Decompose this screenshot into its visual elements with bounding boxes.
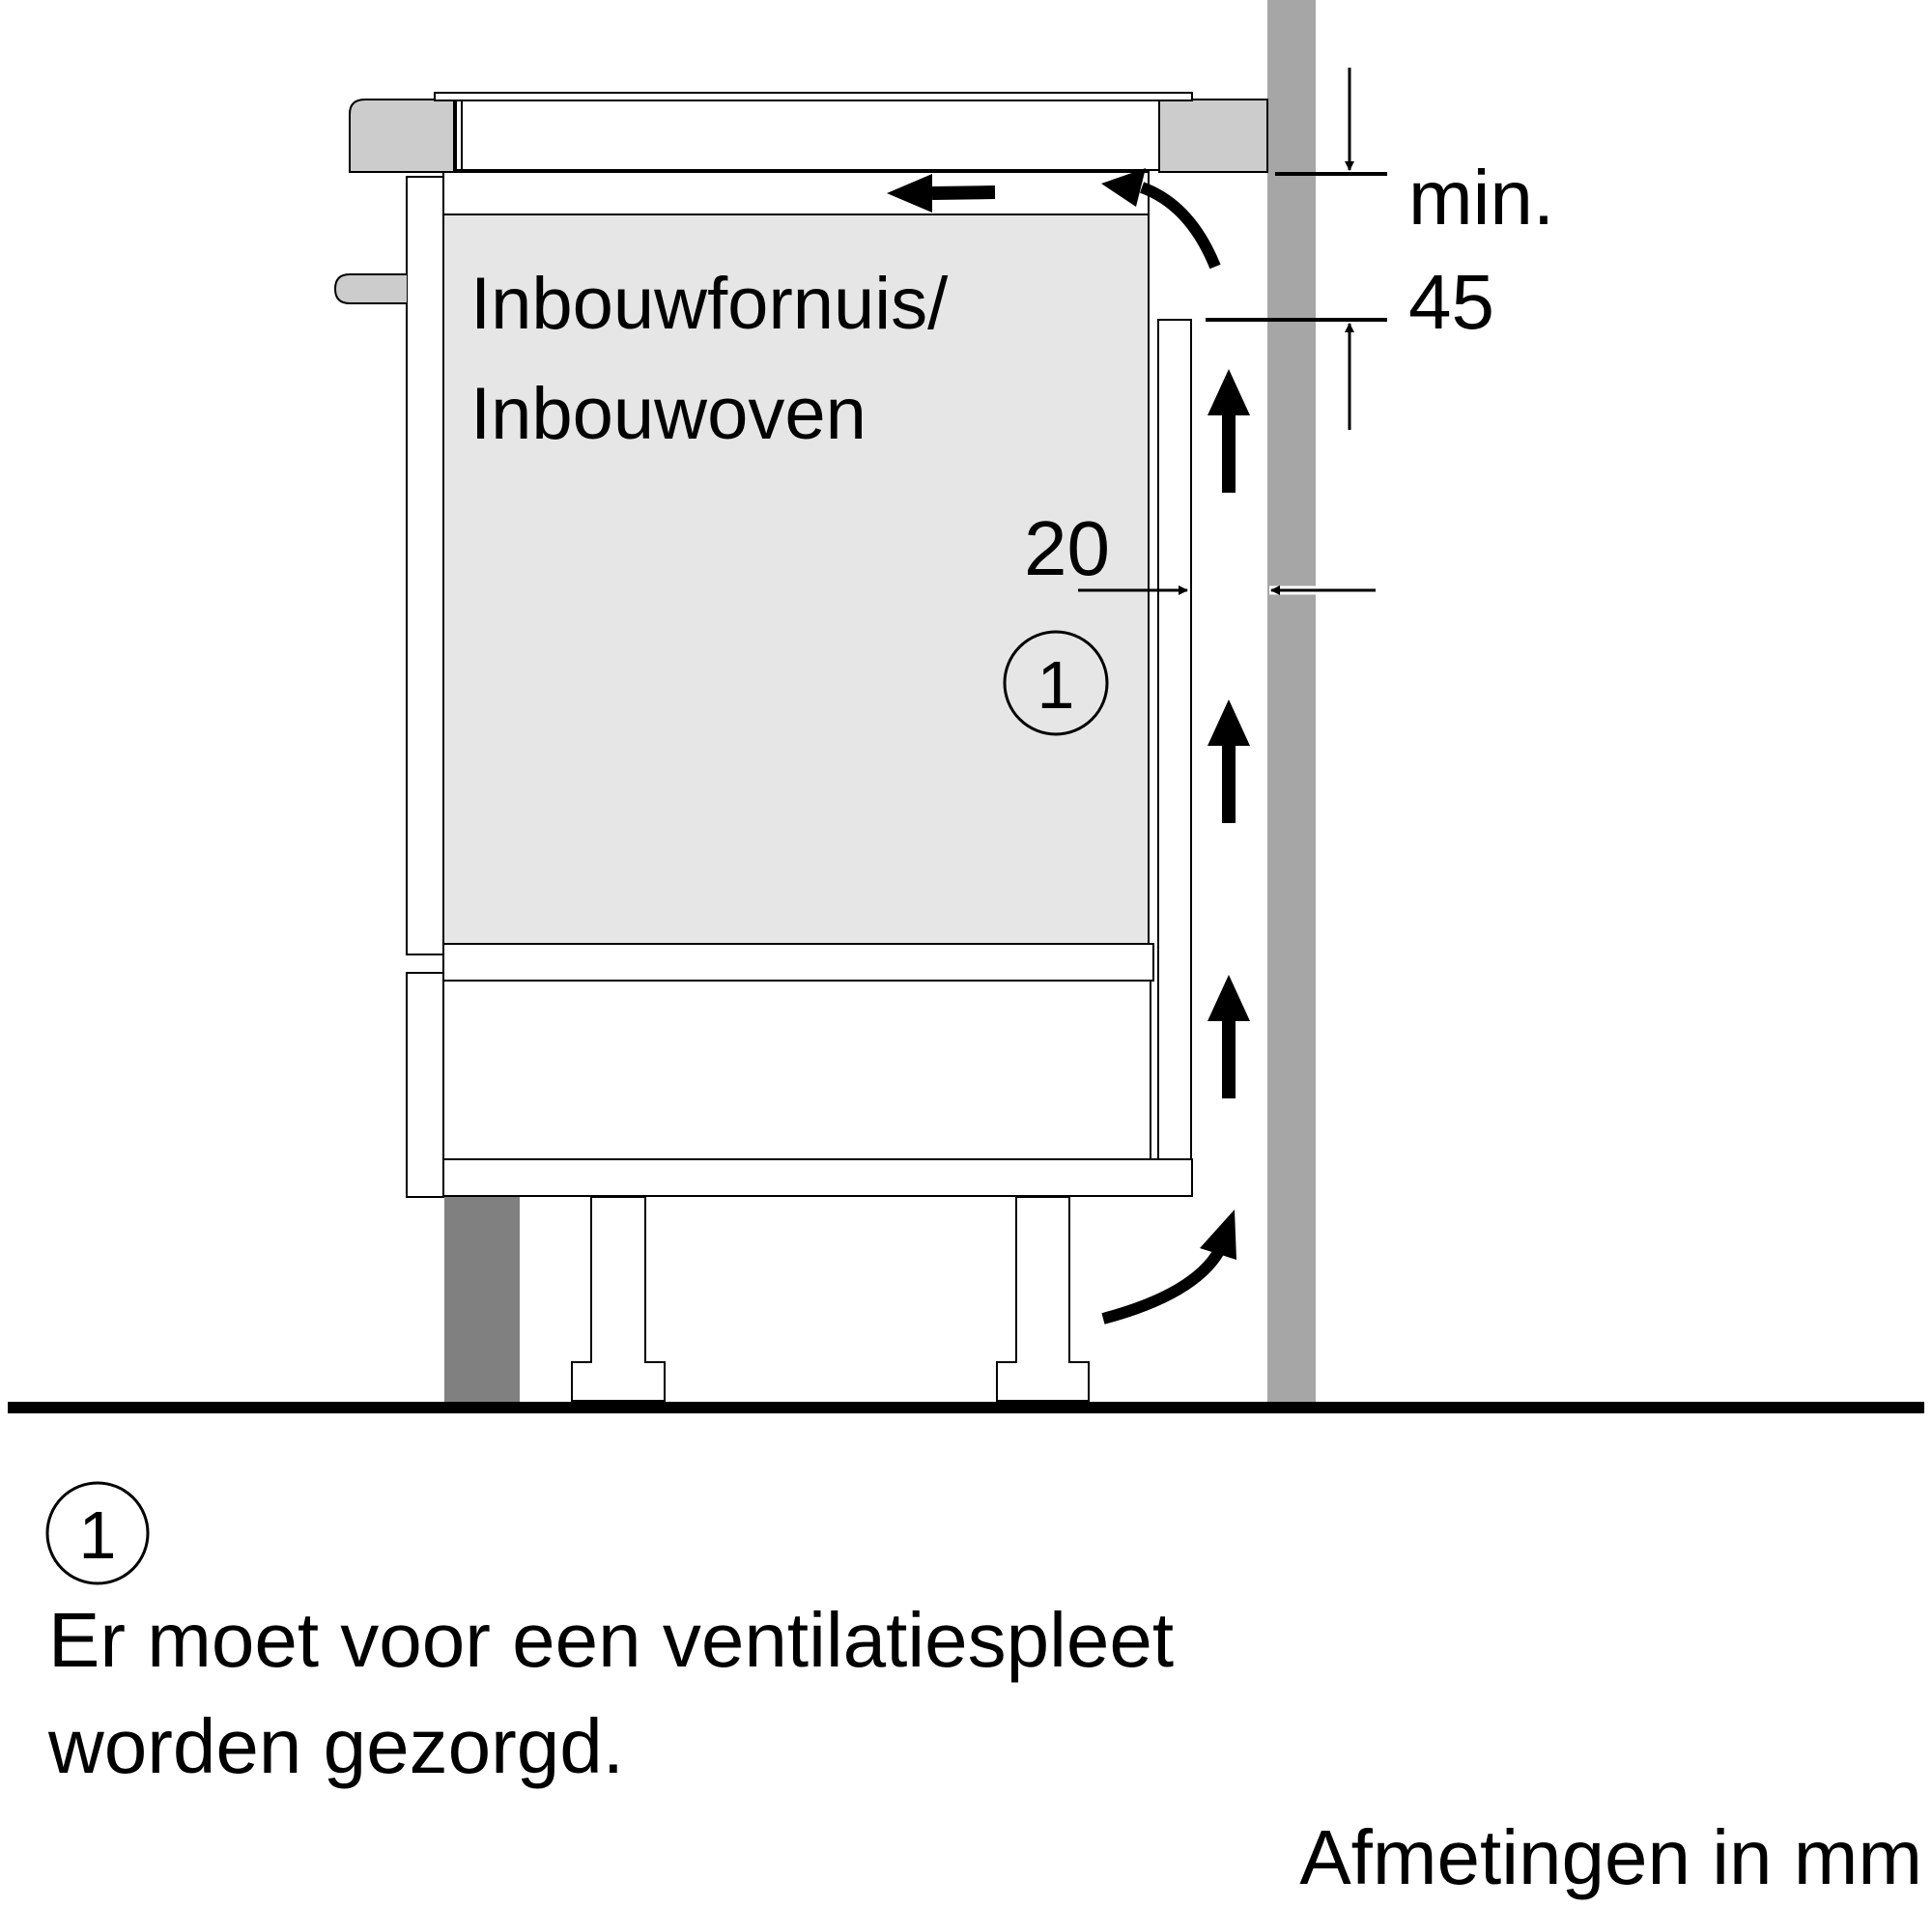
cabinet-base-board [442,1158,1193,1197]
appliance-knob [333,273,407,304]
legend-text-line2: worden gezorgd. [47,1703,624,1789]
plinth [444,1197,520,1404]
dimension-min-45 [1206,68,1387,430]
cabinet-side-panel [1157,319,1192,1160]
appliance-label-line2: Inbouwoven [470,373,867,455]
floor-line [8,1402,1924,1413]
airflow-arrow-left [887,174,996,213]
airflow-arrow-curved-top [1101,168,1221,270]
worktop-right [1158,99,1268,173]
appliance-front-upper [406,176,444,955]
legend-circle [45,1481,150,1585]
hob-top-plate [434,92,1193,101]
appliance-front-lower [406,972,444,1198]
leg-left [571,1196,666,1402]
dimension-min-label: min. [1408,155,1554,241]
back-wall [1267,0,1316,1404]
dimension-min-value: 45 [1408,259,1494,345]
units-note: Afmetingen in mm [1299,1814,1922,1900]
airflow-arrow-up [1208,369,1250,493]
airflow-arrow-up [1208,699,1250,823]
legend-text-line1: Er moet voor een ventilatiespleet [48,1597,1174,1683]
callout-circle [1003,630,1109,736]
worktop-left [349,99,455,173]
hob-body [455,100,1160,171]
oven-top-strip [442,171,1150,215]
legend-number: 1 [79,1497,117,1573]
appliance-label-line1: Inbouwfornuis/ [470,263,949,345]
callout-number: 1 [1037,647,1075,723]
dimension-gap-value: 20 [1024,505,1110,591]
airflow-arrow-up [1208,975,1250,1098]
leg-right [996,1196,1090,1402]
oven-bottom-strip [442,943,1154,982]
drawer-box [442,980,1151,1160]
airflow-arrow-curved-bottom [1101,1210,1236,1324]
